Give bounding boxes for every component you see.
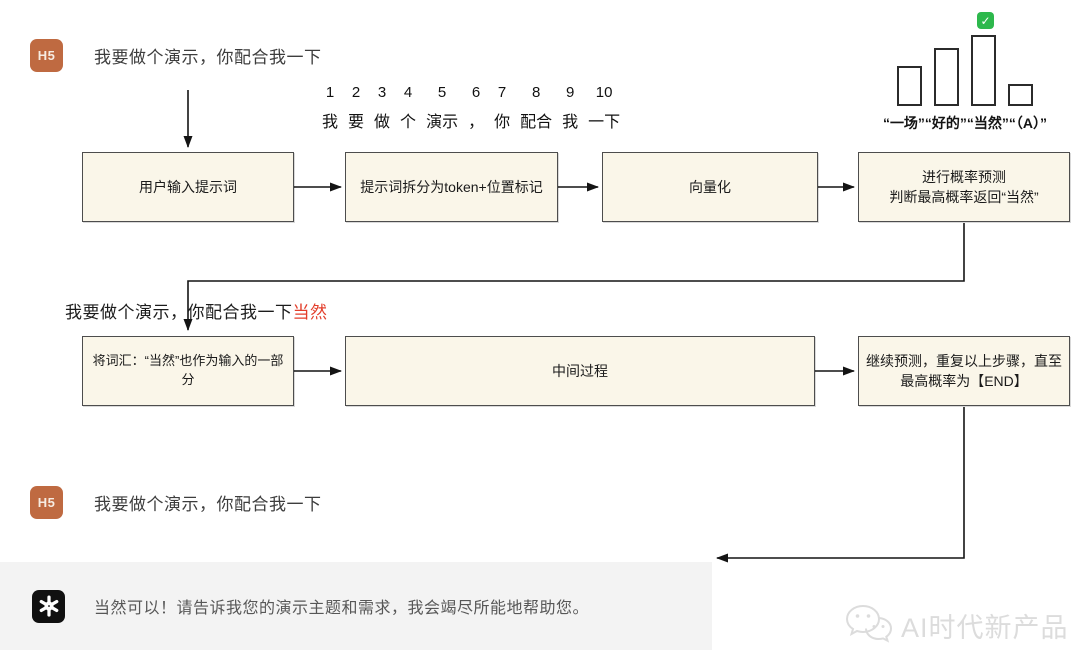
bar-haode	[934, 48, 959, 106]
wechat-icon	[845, 604, 893, 643]
flow-box-tokenize: 提示词拆分为token+位置标记	[345, 152, 558, 222]
check-icon: ✓	[977, 12, 994, 29]
appended-token: 当然	[292, 303, 328, 322]
h5-badge: H5	[30, 39, 63, 72]
token-column: 6 ，	[468, 84, 484, 132]
token-column: 5 演示	[426, 84, 458, 132]
user-prompt-text: 我要做个演示，你配合我一下	[94, 48, 322, 67]
token-text: 你	[494, 114, 511, 131]
token-index: 8	[531, 84, 541, 101]
token-index: 7	[497, 84, 507, 101]
chatgpt-logo-icon	[32, 589, 65, 623]
token-text: 演示	[426, 114, 459, 131]
token-column: 4 个	[400, 84, 416, 132]
probability-bar-chart: ✓ “一场”“好的”“当然”“（A）”	[880, 10, 1050, 133]
flow-box-label-line2: 判断最高概率返回“当然”	[889, 189, 1039, 205]
flow-box-label-line2: 最高概率为【END】	[900, 373, 1028, 389]
intermediate-prompt-text: 我要做个演示，你配合我一下	[65, 303, 293, 322]
user-prompt-top: H5 我要做个演示，你配合我一下	[30, 39, 322, 72]
flow-box-label-line1: 进行概率预测	[922, 168, 1006, 185]
token-column: 3 做	[374, 84, 390, 132]
token-text: ，	[468, 114, 485, 131]
watermark: AI时代新产品	[843, 602, 1069, 648]
token-index: 6	[471, 84, 481, 101]
chatgpt-response-bar: 当然可以！请告诉我您的演示主题和需求，我会竭尽所能地帮助您。	[0, 562, 712, 650]
h5-badge: H5	[30, 486, 63, 519]
token-text: 一下	[588, 114, 621, 131]
user-prompt-bottom: H5 我要做个演示，你配合我一下	[30, 486, 322, 519]
token-column: 8 配合	[520, 84, 552, 132]
flow-box-repeat-until-end: 继续预测，重复以上步骤，直至 最高概率为【END】	[858, 336, 1070, 406]
token-index: 1	[325, 84, 335, 101]
intermediate-prompt: 我要做个演示，你配合我一下当然	[65, 298, 328, 323]
bar-yichang	[897, 66, 922, 106]
tokenization-strip: 1 我 2 要 3 做 4 个 5 演示 6 ， 7 你 8 配合	[322, 84, 620, 132]
user-prompt-text: 我要做个演示，你配合我一下	[94, 495, 322, 514]
token-column: 7 你	[494, 84, 510, 132]
flow-box-label: 中间过程	[552, 362, 608, 379]
chart-caption: “一场”“好的”“当然”“（A）”	[882, 115, 1048, 131]
token-index: 10	[595, 84, 613, 101]
token-text: 做	[374, 114, 391, 131]
probability-bars	[897, 10, 1033, 106]
flow-box-middle-process: 中间过程	[345, 336, 815, 406]
bar-dangran-selected	[971, 35, 996, 106]
token-index: 5	[437, 84, 447, 101]
flow-box-label: 向量化	[689, 178, 731, 195]
token-index: 4	[403, 84, 413, 101]
watermark-text: AI时代新产品	[901, 612, 1069, 643]
token-column: 10 一下	[588, 84, 620, 132]
flow-box-label: 将词汇：“当然”也作为输入的一部分	[92, 353, 284, 387]
token-text: 我	[322, 114, 339, 131]
chatgpt-response-text: 当然可以！请告诉我您的演示主题和需求，我会竭尽所能地帮助您。	[94, 600, 590, 617]
token-column: 9 我	[562, 84, 578, 132]
flow-box-label-line1: 继续预测，重复以上步骤，直至	[866, 352, 1062, 369]
flow-box-label: 用户输入提示词	[139, 178, 237, 195]
flow-box-label: 提示词拆分为token+位置标记	[360, 178, 543, 195]
token-column: 1 我	[322, 84, 338, 132]
token-text: 个	[400, 114, 417, 131]
token-text: 我	[562, 114, 579, 131]
flow-box-feedback: 将词汇：“当然”也作为输入的一部分	[82, 336, 294, 406]
flow-box-predict: 进行概率预测 判断最高概率返回“当然”	[858, 152, 1070, 222]
bar-a	[1008, 84, 1033, 106]
token-text: 要	[348, 114, 365, 131]
token-text: 配合	[520, 114, 553, 131]
token-index: 3	[377, 84, 387, 101]
token-index: 9	[565, 84, 575, 101]
token-index: 2	[351, 84, 361, 101]
flow-box-user-input: 用户输入提示词	[82, 152, 294, 222]
flow-box-vectorize: 向量化	[602, 152, 818, 222]
token-column: 2 要	[348, 84, 364, 132]
connector-repeat-to-response	[716, 407, 965, 563]
